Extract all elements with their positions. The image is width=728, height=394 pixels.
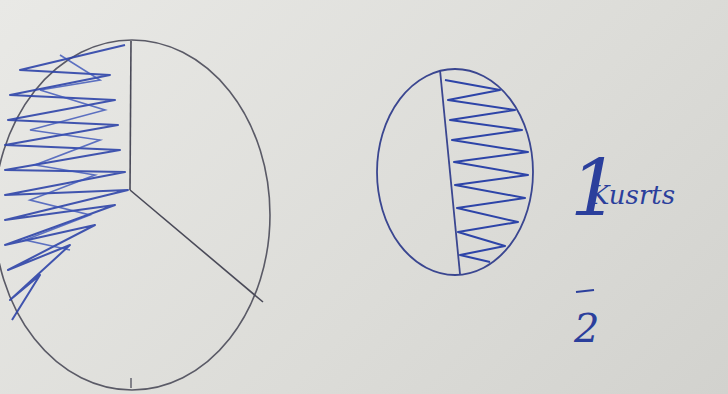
fraction-bar bbox=[576, 290, 594, 292]
tick-mark bbox=[130, 378, 131, 388]
division-line bbox=[130, 41, 131, 190]
fraction-numerator: 1 bbox=[570, 150, 620, 228]
shading-scribble bbox=[25, 55, 105, 250]
division-line bbox=[130, 190, 263, 302]
half-circle-figure bbox=[377, 69, 533, 275]
whole-circle bbox=[0, 40, 270, 390]
shading-scribble bbox=[445, 80, 528, 262]
fraction-denominator: 2 bbox=[574, 308, 599, 348]
shading-scribble bbox=[5, 45, 128, 320]
